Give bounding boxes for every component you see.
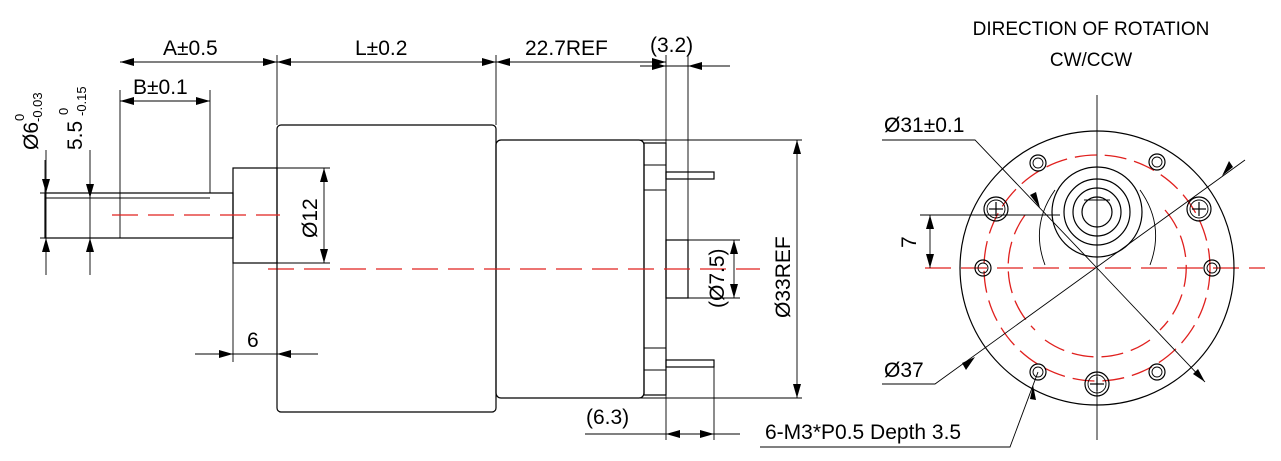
dim-b [120,97,210,105]
dim-63 [585,430,740,438]
dim-l [277,58,496,66]
flat-main: 5.5 [64,121,87,150]
inner-arc-bottom [1044,339,1151,358]
label-ref: 22.7REF [525,37,608,60]
shaft-dia-tol-up: 0 [12,114,27,121]
dim-7 [920,214,1060,268]
label-7: 7 [898,236,921,248]
bolt-circle [983,154,1211,382]
leader-dia31 [882,139,1098,269]
flat-tol-up: 0 [56,108,71,115]
outer-flange [959,130,1235,406]
label-6: 6 [247,329,259,352]
side-view: A±0.5 B±0.1 L±0.2 22.7REF (3.2) 6 (6.3) … [12,34,802,440]
hub-mid [1063,178,1131,246]
shaft-end [1081,196,1113,228]
terminal-bottom [665,359,715,368]
hub-ring [1072,187,1122,237]
dim-dia6 [42,150,50,275]
rotation-title: DIRECTION OF ROTATION [973,19,1210,40]
dim-dia33 [793,140,801,398]
leader-dia37 [882,159,1246,385]
leader-thread [760,371,1039,448]
mount-hole-1 [1029,154,1047,172]
rotation-subtitle: CW/CCW [1050,50,1132,71]
screw-hole-right [1186,196,1212,222]
label-dia33: Ø33REF [772,236,795,318]
label-dia37: Ø37 [884,359,924,382]
mount-hole-5 [1029,363,1047,381]
label-a: A±0.5 [163,37,218,60]
leader-radial-arrow [1193,369,1205,382]
label-63: (6.3) [586,406,629,429]
front-view: DIRECTION OF ROTATION CW/CCW [760,19,1265,448]
label-shaft-dia: Ø6 0 -0.03 [12,92,45,150]
label-flat: 5.5 0 -0.15 [56,86,89,150]
screw-hole-left [983,196,1009,222]
inner-arc-right [1159,209,1187,331]
dim-dia12 [320,168,328,263]
dim-a [120,58,277,66]
label-32: (3.2) [650,34,693,57]
leader-radial [1096,267,1206,383]
mount-hole-3 [974,259,992,277]
shaft-dia-tol-low: -0.03 [30,92,45,122]
mount-hole-2 [1148,153,1166,171]
screw-hole-bottom [1084,371,1110,397]
label-b: B±0.1 [133,76,188,99]
dim-flat [86,150,94,275]
flat-tol-low: -0.15 [74,86,89,116]
mount-hole-4 [1203,259,1221,277]
label-dia31: Ø31±0.1 [884,114,964,137]
label-l: L±0.2 [355,37,407,60]
mount-hole-6 [1148,363,1166,381]
shaft-dia-main: Ø6 [20,122,43,150]
crescent-left [1038,189,1056,266]
inner-arc-left [1007,214,1036,331]
dim-dia75 [730,240,738,298]
label-thread: 6-M3*P0.5 Depth 3.5 [765,421,961,444]
label-dia75: (Ø7.5) [706,248,729,308]
crescent-right [1139,189,1157,266]
terminal-top [665,171,715,180]
dim-6 [195,350,318,358]
dim-32 [640,62,730,70]
hub-outer [1051,166,1143,258]
label-dia12: Ø12 [299,198,322,238]
